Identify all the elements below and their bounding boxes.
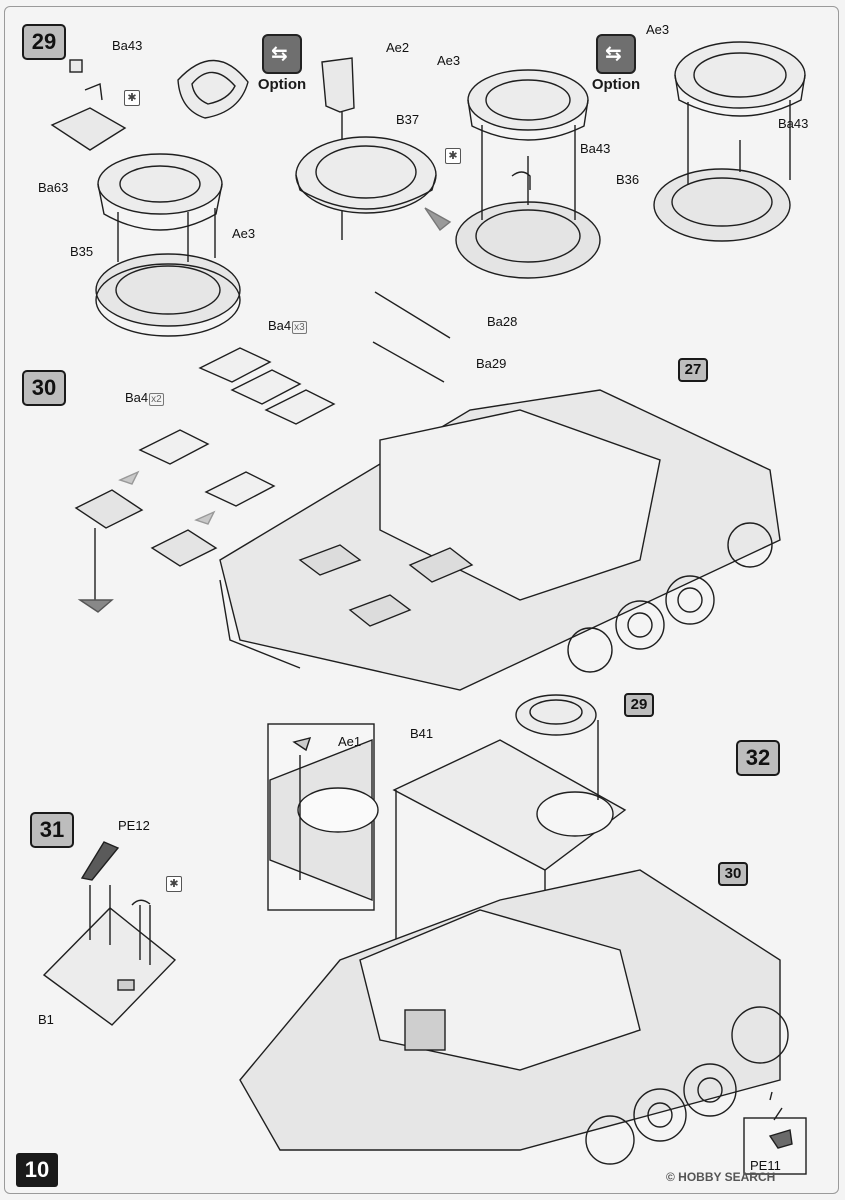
option-icon: ⇆ <box>262 34 302 74</box>
ring-ae3-left <box>97 153 223 231</box>
part-label-b37: B37 <box>396 112 420 127</box>
watermark: © HOBBY SEARCH <box>666 1170 776 1184</box>
step-32-number: 32 <box>736 740 780 776</box>
page-number: 10 <box>16 1153 58 1187</box>
cement-icon: ✱ <box>166 876 182 892</box>
plate-b1 <box>42 907 177 1026</box>
part-label-b1: B1 <box>38 1012 54 1027</box>
option-label: Option <box>257 76 307 93</box>
part-label-pe12: PE12 <box>118 818 150 833</box>
option-label: Option <box>591 76 641 93</box>
step-31-number: 31 <box>30 812 74 848</box>
option-badge-right: ⇆ Option <box>581 34 651 93</box>
ring-base-center <box>455 201 601 279</box>
ring-ae3-right <box>674 41 806 117</box>
part-label-ae3: Ae3 <box>646 22 670 37</box>
quantity-badge: x2 <box>149 393 164 406</box>
cement-icon: ✱ <box>124 90 140 106</box>
part-label-ba29: Ba29 <box>476 356 507 371</box>
part-code: Ba4 <box>268 318 292 333</box>
part-label-ae3: Ae3 <box>437 53 461 68</box>
ref-step-30: 30 <box>718 862 748 886</box>
part-label-ae1: Ae1 <box>338 734 362 749</box>
ring-b36 <box>653 168 791 242</box>
hatch-ring-top <box>177 59 249 119</box>
part-label-pe11: PE11 <box>750 1158 781 1173</box>
pe11-box <box>743 1091 807 1175</box>
inset-ae1 <box>267 723 379 911</box>
part-label-ba43: Ba43 <box>580 141 611 156</box>
part-label-ba43: Ba43 <box>778 116 809 131</box>
option-icon: ⇆ <box>596 34 636 74</box>
ref-step-27: 27 <box>678 358 708 382</box>
page-frame <box>4 6 839 1194</box>
step-30-number: 30 <box>22 370 66 406</box>
cement-icon: ✱ <box>445 148 461 164</box>
part-label-ba28: Ba28 <box>487 314 518 329</box>
cupola-assembled <box>515 694 597 736</box>
quantity-badge: x3 <box>292 321 307 334</box>
pe12-strip <box>80 841 120 881</box>
step-29-number: 29 <box>22 24 66 60</box>
ring-ae3-center <box>467 69 589 141</box>
part-label-b35: B35 <box>70 244 94 259</box>
part-label-b36: B36 <box>616 172 640 187</box>
part-ae2 <box>321 57 355 113</box>
part-label-b41: B41 <box>410 726 434 741</box>
part-code: Ba4 <box>125 390 149 405</box>
cupola-plate-ba63 <box>50 59 127 151</box>
rods-ba28-ba29 <box>372 291 451 383</box>
part-label-ba63: Ba63 <box>38 180 69 195</box>
hull-step30 <box>219 389 781 691</box>
roof-b41 <box>392 739 627 871</box>
part-label-ae3: Ae3 <box>232 226 256 241</box>
part-label-ba43: Ba43 <box>112 38 143 53</box>
part-label-ae2: Ae2 <box>386 40 410 55</box>
option-badge-left: ⇆ Option <box>247 34 317 93</box>
hull-step32 <box>239 869 789 1165</box>
hatch-panels-ba4 <box>74 347 336 567</box>
ring-b37 <box>295 136 437 214</box>
ring-b35 <box>95 253 241 337</box>
ref-step-29: 29 <box>624 693 654 717</box>
